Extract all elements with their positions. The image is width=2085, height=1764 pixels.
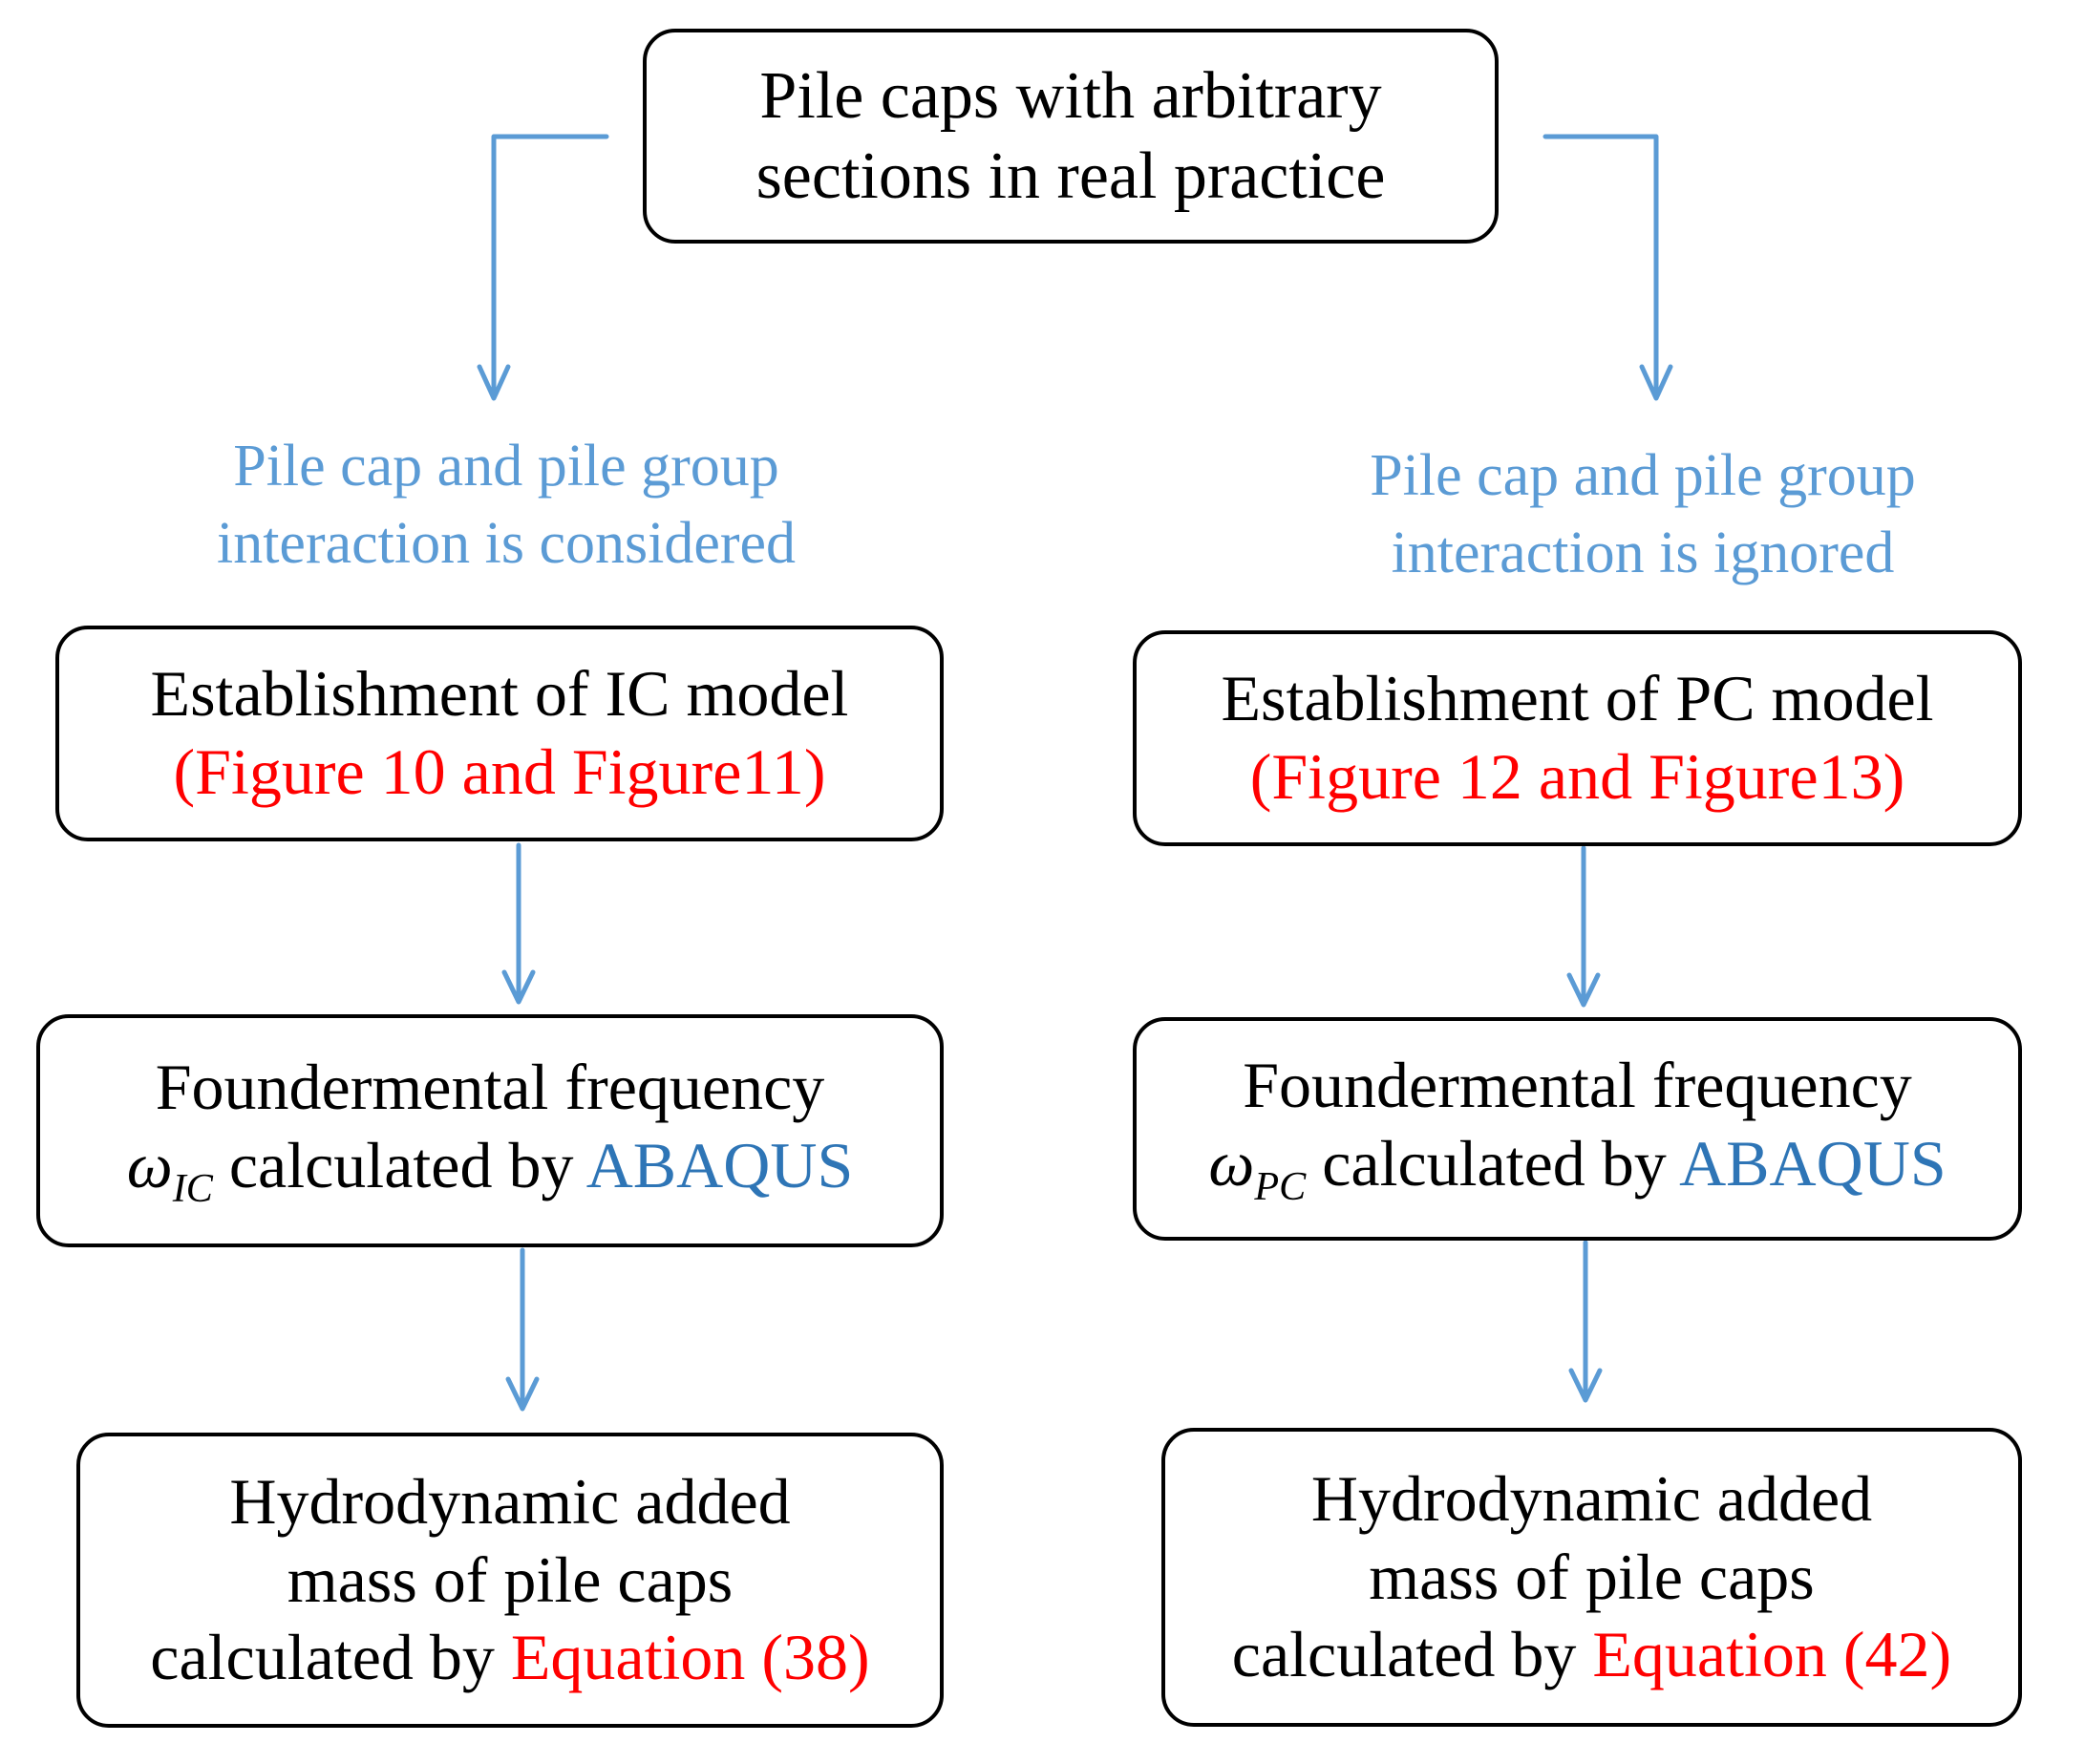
pc-omega-symbol: ωPC bbox=[1208, 1126, 1307, 1209]
ic-frequency-box: Foundermental frequency ωIC calculated b… bbox=[36, 1014, 944, 1247]
ic-model-box: Establishment of IC model (Figure 10 and… bbox=[55, 626, 944, 841]
pc-added-mass-line-1: Hydrodynamic added bbox=[1310, 1462, 1873, 1536]
ic-omega-subscript: IC bbox=[172, 1165, 213, 1211]
arrowhead-left-model-to-freq bbox=[501, 969, 536, 1005]
pc-model-figure-ref: (Figure 12 and Figure13) bbox=[1249, 740, 1905, 813]
ic-added-mass-line-3: calculated by Equation (38) bbox=[150, 1619, 869, 1697]
ic-model-figure-ref: (Figure 10 and Figure11) bbox=[173, 735, 826, 808]
ic-added-mass-line-1: Hydrodynamic added bbox=[229, 1465, 791, 1539]
start-box-line-1: Pile caps with arbitrary bbox=[759, 58, 1382, 133]
pc-abaqus-label: ABAQUS bbox=[1679, 1126, 1947, 1200]
left-branch-label: Pile cap and pile group interaction is c… bbox=[162, 428, 850, 582]
pc-added-mass-line-3: calculated by Equation (42) bbox=[1232, 1616, 1951, 1694]
ic-frequency-title: Foundermental frequency bbox=[155, 1051, 825, 1124]
ic-added-mass-line-2: mass of pile caps bbox=[287, 1542, 734, 1616]
pc-added-mass-line-2: mass of pile caps bbox=[1369, 1540, 1815, 1613]
pc-added-mass-text: calculated by bbox=[1231, 1618, 1593, 1691]
arrowhead-right-model-to-freq bbox=[1566, 972, 1601, 1008]
left-branch-label-line-1: Pile cap and pile group bbox=[233, 434, 779, 499]
ic-added-mass-text: calculated by bbox=[150, 1621, 511, 1694]
start-box: Pile caps with arbitrary sections in rea… bbox=[643, 29, 1499, 244]
start-box-line-2: sections in real practice bbox=[755, 138, 1386, 213]
ic-omega-symbol: ωIC bbox=[126, 1128, 213, 1211]
arrowhead-right-freq-to-mass bbox=[1568, 1368, 1603, 1403]
pc-frequency-title: Foundermental frequency bbox=[1243, 1049, 1912, 1122]
right-branch-label-line-1: Pile cap and pile group bbox=[1370, 443, 1916, 508]
ic-frequency-text: calculated by bbox=[212, 1128, 586, 1201]
ic-added-mass-box: Hydrodynamic added mass of pile caps cal… bbox=[76, 1433, 944, 1728]
pc-frequency-text: calculated by bbox=[1306, 1126, 1680, 1200]
arrowhead-top-to-left bbox=[477, 364, 511, 401]
arrowhead-left-freq-to-mass bbox=[505, 1376, 540, 1412]
pc-frequency-box: Foundermental frequency ωPC calculated b… bbox=[1133, 1017, 2022, 1241]
pc-frequency-line: ωPC calculated by ABAQUS bbox=[1208, 1125, 1946, 1211]
ic-frequency-line: ωIC calculated by ABAQUS bbox=[127, 1127, 854, 1213]
pc-omega-subscript: PC bbox=[1254, 1163, 1307, 1209]
ic-model-title: Establishment of IC model bbox=[150, 657, 849, 731]
arrowhead-top-to-right bbox=[1639, 364, 1673, 401]
right-branch-label: Pile cap and pile group interaction is i… bbox=[1308, 437, 1977, 591]
right-branch-label-line-2: interaction is ignored bbox=[1391, 520, 1895, 585]
ic-equation-ref: Equation (38) bbox=[510, 1621, 870, 1694]
ic-abaqus-label: ABAQUS bbox=[585, 1128, 854, 1201]
arrow-top-to-left bbox=[491, 134, 609, 399]
pc-equation-ref: Equation (42) bbox=[1592, 1618, 1952, 1691]
arrow-top-to-right bbox=[1542, 134, 1659, 399]
pc-added-mass-box: Hydrodynamic added mass of pile caps cal… bbox=[1161, 1428, 2022, 1727]
pc-model-box: Establishment of PC model (Figure 12 and… bbox=[1133, 630, 2022, 846]
left-branch-label-line-2: interaction is considered bbox=[216, 510, 796, 576]
pc-model-title: Establishment of PC model bbox=[1221, 662, 1934, 735]
